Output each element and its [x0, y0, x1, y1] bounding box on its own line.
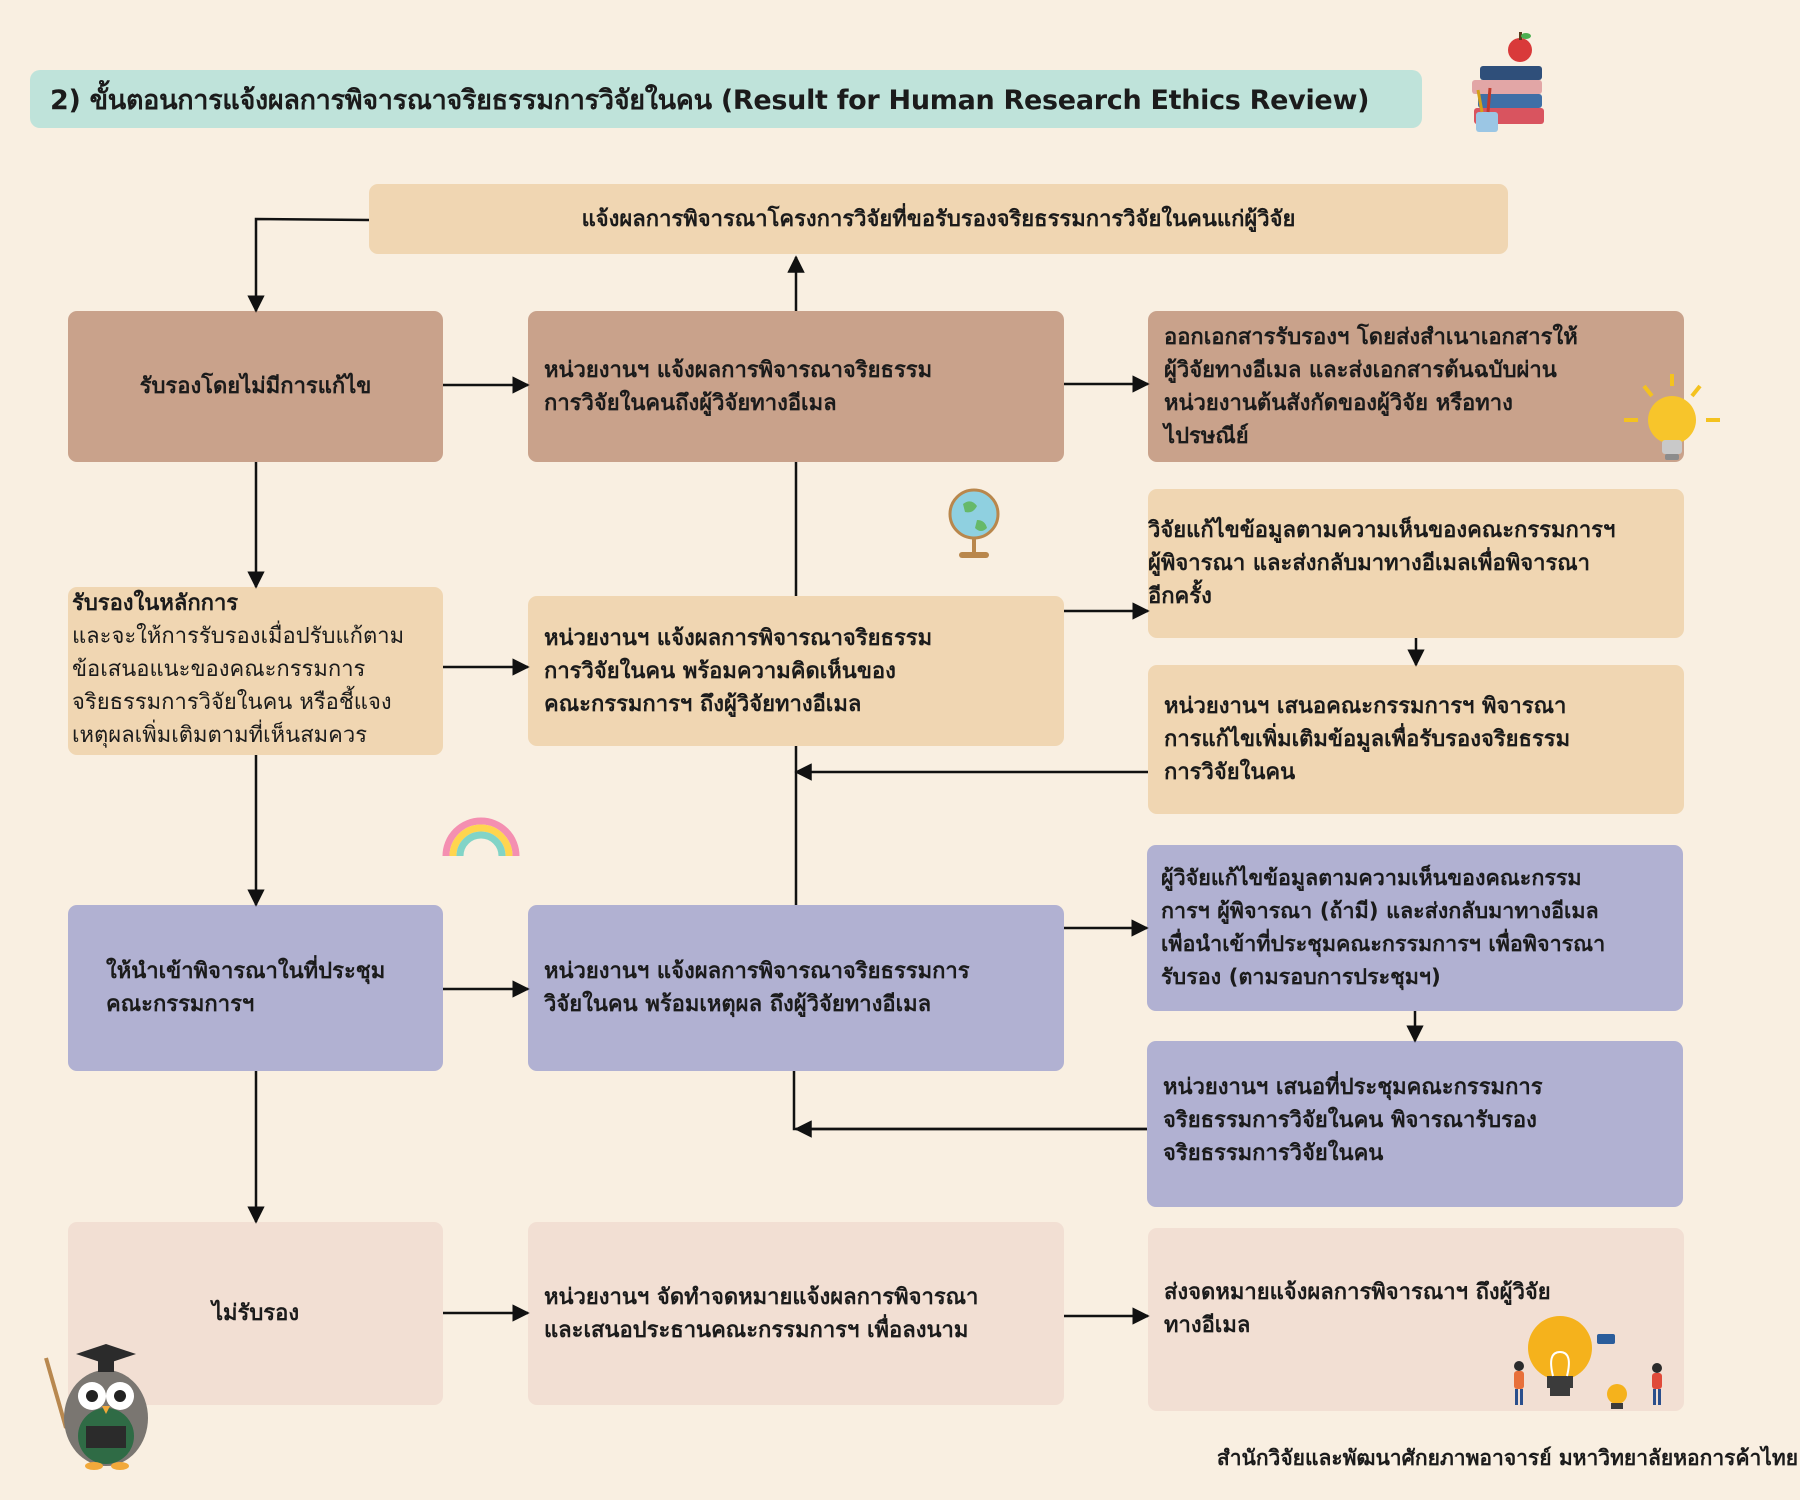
full-board-meeting-line: จริยธรรมการวิจัยในคน: [1163, 1141, 1384, 1166]
full-board-meeting-box: หน่วยงานฯ เสนอที่ประชุมคณะกรรมการ จริยธร…: [1147, 1041, 1683, 1207]
page-title: 2) ขั้นตอนการแจ้งผลการพิจารณาจริยธรรมการ…: [30, 70, 1422, 128]
full-board-action-box: หน่วยงานฯ แจ้งผลการพิจารณาจริยธรรมการ วิ…: [528, 905, 1064, 1071]
rainbow-icon: [442, 817, 520, 857]
conditional-revision-box: วิจัยแก้ไขข้อมูลตามความเห็นของคณะกรรมการ…: [1148, 489, 1684, 638]
conditional-title: รับรองในหลักการ: [72, 591, 239, 616]
full-board-line: ให้นำเข้าพิจารณาในที่ประชุม: [106, 959, 386, 984]
conditional-body-line: เหตุผลเพิ่มเติมตามที่เห็นสมควร: [72, 723, 368, 748]
conditional-body-line: และจะให้การรับรองเมื่อปรับแก้ตาม: [72, 624, 405, 649]
conditional-review-line: การวิจัยในคน: [1164, 760, 1296, 785]
rejected-action-line: และเสนอประธานคณะกรรมการฯ เพื่อลงนาม: [544, 1317, 969, 1343]
books-icon: [1472, 32, 1544, 132]
decision-rejected-box: ไม่รับรอง: [68, 1222, 443, 1405]
rejected-result-line: ทางอีเมล: [1164, 1313, 1251, 1338]
globe-icon: [948, 488, 1000, 558]
full-board-revision-line: เพื่อนำเข้าที่ประชุมคณะกรรมการฯ เพื่อพิจ…: [1161, 932, 1606, 957]
conditional-action-line: หน่วยงานฯ แจ้งผลการพิจารณาจริยธรรม: [544, 625, 933, 651]
rejected-result-box: ส่งจดหมายแจ้งผลการพิจารณาฯ ถึงผู้วิจัย ท…: [1148, 1228, 1684, 1411]
rejected-action-line: หน่วยงานฯ จัดทำจดหมายแจ้งผลการพิจารณา: [544, 1284, 979, 1310]
approved-action-line: หน่วยงานฯ แจ้งผลการพิจารณาจริยธรรม: [544, 357, 933, 383]
conditional-body-line: ข้อเสนอแนะของคณะกรรมการ: [72, 657, 366, 682]
approved-action-line: การวิจัยในคนถึงผู้วิจัยทางอีเมล: [544, 390, 837, 416]
full-board-action-line: หน่วยงานฯ แจ้งผลการพิจารณาจริยธรรมการ: [544, 959, 970, 984]
conditional-revision-line: วิจัยแก้ไขข้อมูลตามความเห็นของคณะกรรมการ…: [1148, 518, 1616, 543]
lightbulb-icon: [1624, 374, 1720, 460]
full-board-action-line: วิจัยในคน พร้อมเหตุผล ถึงผู้วิจัยทางอีเม…: [544, 992, 932, 1017]
conditional-review-line: หน่วยงานฯ เสนอคณะกรรมการฯ พิจารณา: [1164, 694, 1567, 719]
rejected-action-box: หน่วยงานฯ จัดทำจดหมายแจ้งผลการพิจารณา แล…: [528, 1222, 1064, 1405]
rejected-result-line: ส่งจดหมายแจ้งผลการพิจารณาฯ ถึงผู้วิจัย: [1164, 1280, 1551, 1305]
full-board-revision-line: การฯ ผู้พิจารณา (ถ้ามี) และส่งกลับมาทางอ…: [1161, 899, 1599, 924]
conditional-action-line: คณะกรรมการฯ ถึงผู้วิจัยทางอีเมล: [544, 691, 862, 717]
approved-result-line: ออกเอกสารรับรองฯ โดยส่งสำเนาเอกสารให้: [1164, 324, 1578, 350]
conditional-action-box: หน่วยงานฯ แจ้งผลการพิจารณาจริยธรรม การวิ…: [528, 596, 1064, 746]
full-board-meeting-line: จริยธรรมการวิจัยในคน พิจารณารับรอง: [1163, 1108, 1537, 1133]
result-notice-box: แจ้งผลการพิจารณาโครงการวิจัยที่ขอรับรองจ…: [369, 184, 1508, 254]
conditional-review-box: หน่วยงานฯ เสนอคณะกรรมการฯ พิจารณา การแก้…: [1148, 665, 1684, 814]
footer-credit: สำนักวิจัยและพัฒนาศักยภาพอาจารย์ มหาวิทย…: [1216, 1446, 1798, 1470]
full-board-revision-line: ผู้วิจัยแก้ไขข้อมูลตามความเห็นของคณะกรรม: [1161, 866, 1582, 891]
lightbulb-people-icon: [1514, 1316, 1662, 1409]
approved-result-line: ไปรษณีย์: [1164, 423, 1249, 449]
conditional-body-line: จริยธรรมการวิจัยในคน หรือชี้แจง: [72, 690, 392, 715]
full-board-line: คณะกรรมการฯ: [106, 992, 255, 1017]
approved-action-box: หน่วยงานฯ แจ้งผลการพิจารณาจริยธรรม การวิ…: [528, 311, 1064, 462]
owl-mascot-icon: [44, 1344, 148, 1470]
decision-full-board-box: ให้นำเข้าพิจารณาในที่ประชุม คณะกรรมการฯ: [68, 905, 443, 1071]
full-board-revision-line: รับรอง (ตามรอบการประชุมฯ): [1161, 965, 1441, 990]
decision-conditional-box: รับรองในหลักการ และจะให้การรับรองเมื่อปร…: [68, 587, 443, 755]
decision-approved-box: รับรองโดยไม่มีการแก้ไข: [68, 311, 443, 462]
approved-result-line: ผู้วิจัยทางอีเมล และส่งเอกสารต้นฉบับผ่าน: [1164, 357, 1557, 383]
conditional-revision-line: ผู้พิจารณา และส่งกลับมาทางอีเมลเพื่อพิจา…: [1148, 551, 1591, 576]
full-board-meeting-line: หน่วยงานฯ เสนอที่ประชุมคณะกรรมการ: [1163, 1075, 1543, 1100]
conditional-revision-line: อีกครั้ง: [1148, 584, 1212, 609]
approved-result-box: ออกเอกสารรับรองฯ โดยส่งสำเนาเอกสารให้ ผู…: [1148, 311, 1684, 462]
full-board-revision-box: ผู้วิจัยแก้ไขข้อมูลตามความเห็นของคณะกรรม…: [1147, 845, 1683, 1011]
approved-result-line: หน่วยงานต้นสังกัดของผู้วิจัย หรือทาง: [1164, 390, 1513, 416]
conditional-review-line: การแก้ไขเพิ่มเติมข้อมูลเพื่อรับรองจริยธร…: [1164, 727, 1571, 752]
conditional-action-line: การวิจัยในคน พร้อมความคิดเห็นของ: [544, 658, 896, 684]
